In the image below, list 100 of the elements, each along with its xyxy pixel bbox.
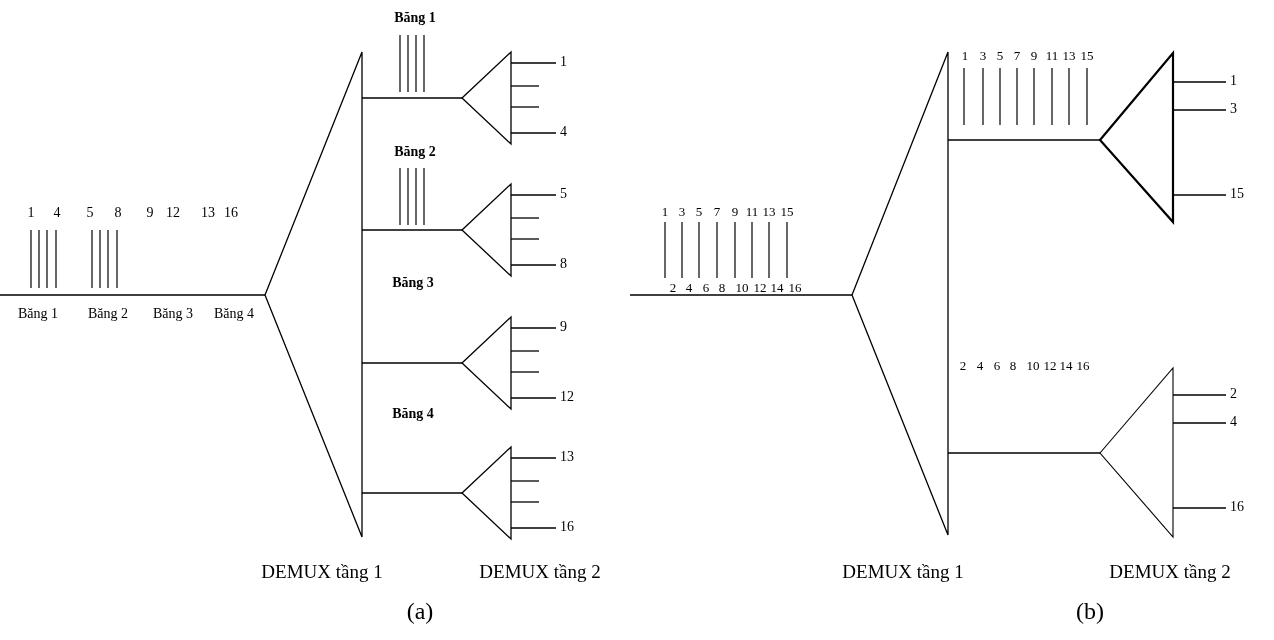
- channel-number: 16: [788, 280, 802, 294]
- channel-number: 13: [1062, 48, 1076, 62]
- channel-number: 7: [713, 204, 721, 218]
- signal-line: [510, 457, 557, 459]
- channel-number: 4: [685, 280, 693, 294]
- channel-number: 8: [718, 280, 726, 294]
- signal-line: [510, 106, 540, 108]
- demux-triangle: [461, 445, 512, 541]
- output-channel-number: 16: [1230, 500, 1244, 514]
- output-channel-number: 15: [1230, 187, 1244, 201]
- output-channel-number: 2: [1230, 387, 1237, 401]
- channel-number: 14: [770, 280, 784, 294]
- panel-label: (a): [406, 599, 434, 623]
- band-label: Băng 1: [17, 307, 59, 321]
- output-channel-number: 8: [560, 257, 567, 271]
- demux-triangle: [1098, 49, 1175, 225]
- channel-number: 12: [753, 280, 767, 294]
- signal-line: [1172, 507, 1227, 509]
- channel-number: 1: [27, 206, 35, 220]
- demux-triangle: [851, 51, 949, 536]
- signal-line: [947, 452, 1101, 454]
- signal-line: [510, 85, 540, 87]
- channel-number: 2: [669, 280, 677, 294]
- channel-number: 3: [678, 204, 686, 218]
- channel-number: 8: [114, 206, 122, 220]
- signal-line: [1172, 109, 1227, 111]
- signal-line: [1172, 194, 1227, 196]
- channel-number: 1: [961, 48, 969, 62]
- signal-line: [1172, 422, 1227, 424]
- band-label: Băng 1: [394, 11, 436, 25]
- output-channel-number: 4: [560, 125, 567, 139]
- channel-number: 7: [1013, 48, 1021, 62]
- output-channel-number: 5: [560, 187, 567, 201]
- band-label: Băng 4: [213, 307, 255, 321]
- output-channel-number: 1: [1230, 74, 1237, 88]
- channel-number: 15: [1080, 48, 1094, 62]
- channel-number: 5: [86, 206, 94, 220]
- signal-line: [510, 238, 540, 240]
- channel-number: 5: [996, 48, 1004, 62]
- channel-number: 3: [979, 48, 987, 62]
- channel-number: 10: [1026, 358, 1040, 372]
- band-label: Băng 3: [152, 307, 194, 321]
- demux-triangle: [461, 182, 512, 278]
- signal-line: [510, 132, 557, 134]
- signal-line: [1172, 394, 1227, 396]
- stage-label: DEMUX tầng 1: [842, 561, 964, 581]
- output-channel-number: 3: [1230, 102, 1237, 116]
- demux-triangle: [1099, 366, 1174, 539]
- channel-number: 6: [993, 358, 1001, 372]
- channel-number: 4: [53, 206, 61, 220]
- signal-line: [629, 294, 853, 296]
- channel-number: 11: [1045, 48, 1059, 62]
- channel-number: 16: [1076, 358, 1090, 372]
- stage-label: DEMUX tầng 1: [261, 561, 383, 581]
- output-channel-number: 1: [560, 55, 567, 69]
- channel-number: 5: [695, 204, 703, 218]
- channel-number: 9: [146, 206, 154, 220]
- signal-line: [361, 97, 463, 99]
- signal-line: [510, 194, 557, 196]
- demux-triangle: [264, 51, 363, 538]
- signal-line: [361, 362, 463, 364]
- signal-line: [510, 371, 540, 373]
- signal-line: [510, 217, 540, 219]
- channel-number: 6: [702, 280, 710, 294]
- output-channel-number: 4: [1230, 415, 1237, 429]
- output-channel-number: 12: [560, 390, 574, 404]
- channel-number: 13: [201, 206, 215, 220]
- channel-number: 15: [780, 204, 794, 218]
- channel-number: 9: [1030, 48, 1038, 62]
- channel-number: 11: [745, 204, 759, 218]
- output-channel-number: 13: [560, 450, 574, 464]
- channel-number: 9: [731, 204, 739, 218]
- signal-line: [510, 527, 557, 529]
- demux-triangle: [461, 50, 512, 146]
- demux-triangle: [461, 315, 512, 411]
- output-channel-number: 9: [560, 320, 567, 334]
- channel-number: 10: [735, 280, 749, 294]
- signal-line: [510, 350, 540, 352]
- stage-label: DEMUX tầng 2: [1109, 561, 1231, 581]
- signal-line: [510, 327, 557, 329]
- output-channel-number: 16: [560, 520, 574, 534]
- signal-line: [510, 397, 557, 399]
- channel-number: 2: [959, 358, 967, 372]
- band-label: Băng 4: [392, 407, 434, 421]
- signal-line: [0, 294, 266, 296]
- signal-line: [510, 501, 540, 503]
- signal-line: [947, 139, 1101, 141]
- channel-number: 12: [166, 206, 180, 220]
- channel-number: 8: [1009, 358, 1017, 372]
- band-label: Băng 2: [87, 307, 129, 321]
- signal-line: [1172, 81, 1227, 83]
- channel-number: 14: [1059, 358, 1073, 372]
- signal-line: [361, 492, 463, 494]
- panel-label: (b): [1076, 599, 1104, 623]
- channel-number: 4: [976, 358, 984, 372]
- signal-line: [510, 480, 540, 482]
- signal-line: [361, 229, 463, 231]
- channel-number: 16: [224, 206, 238, 220]
- channel-number: 13: [762, 204, 776, 218]
- stage-label: DEMUX tầng 2: [479, 561, 601, 581]
